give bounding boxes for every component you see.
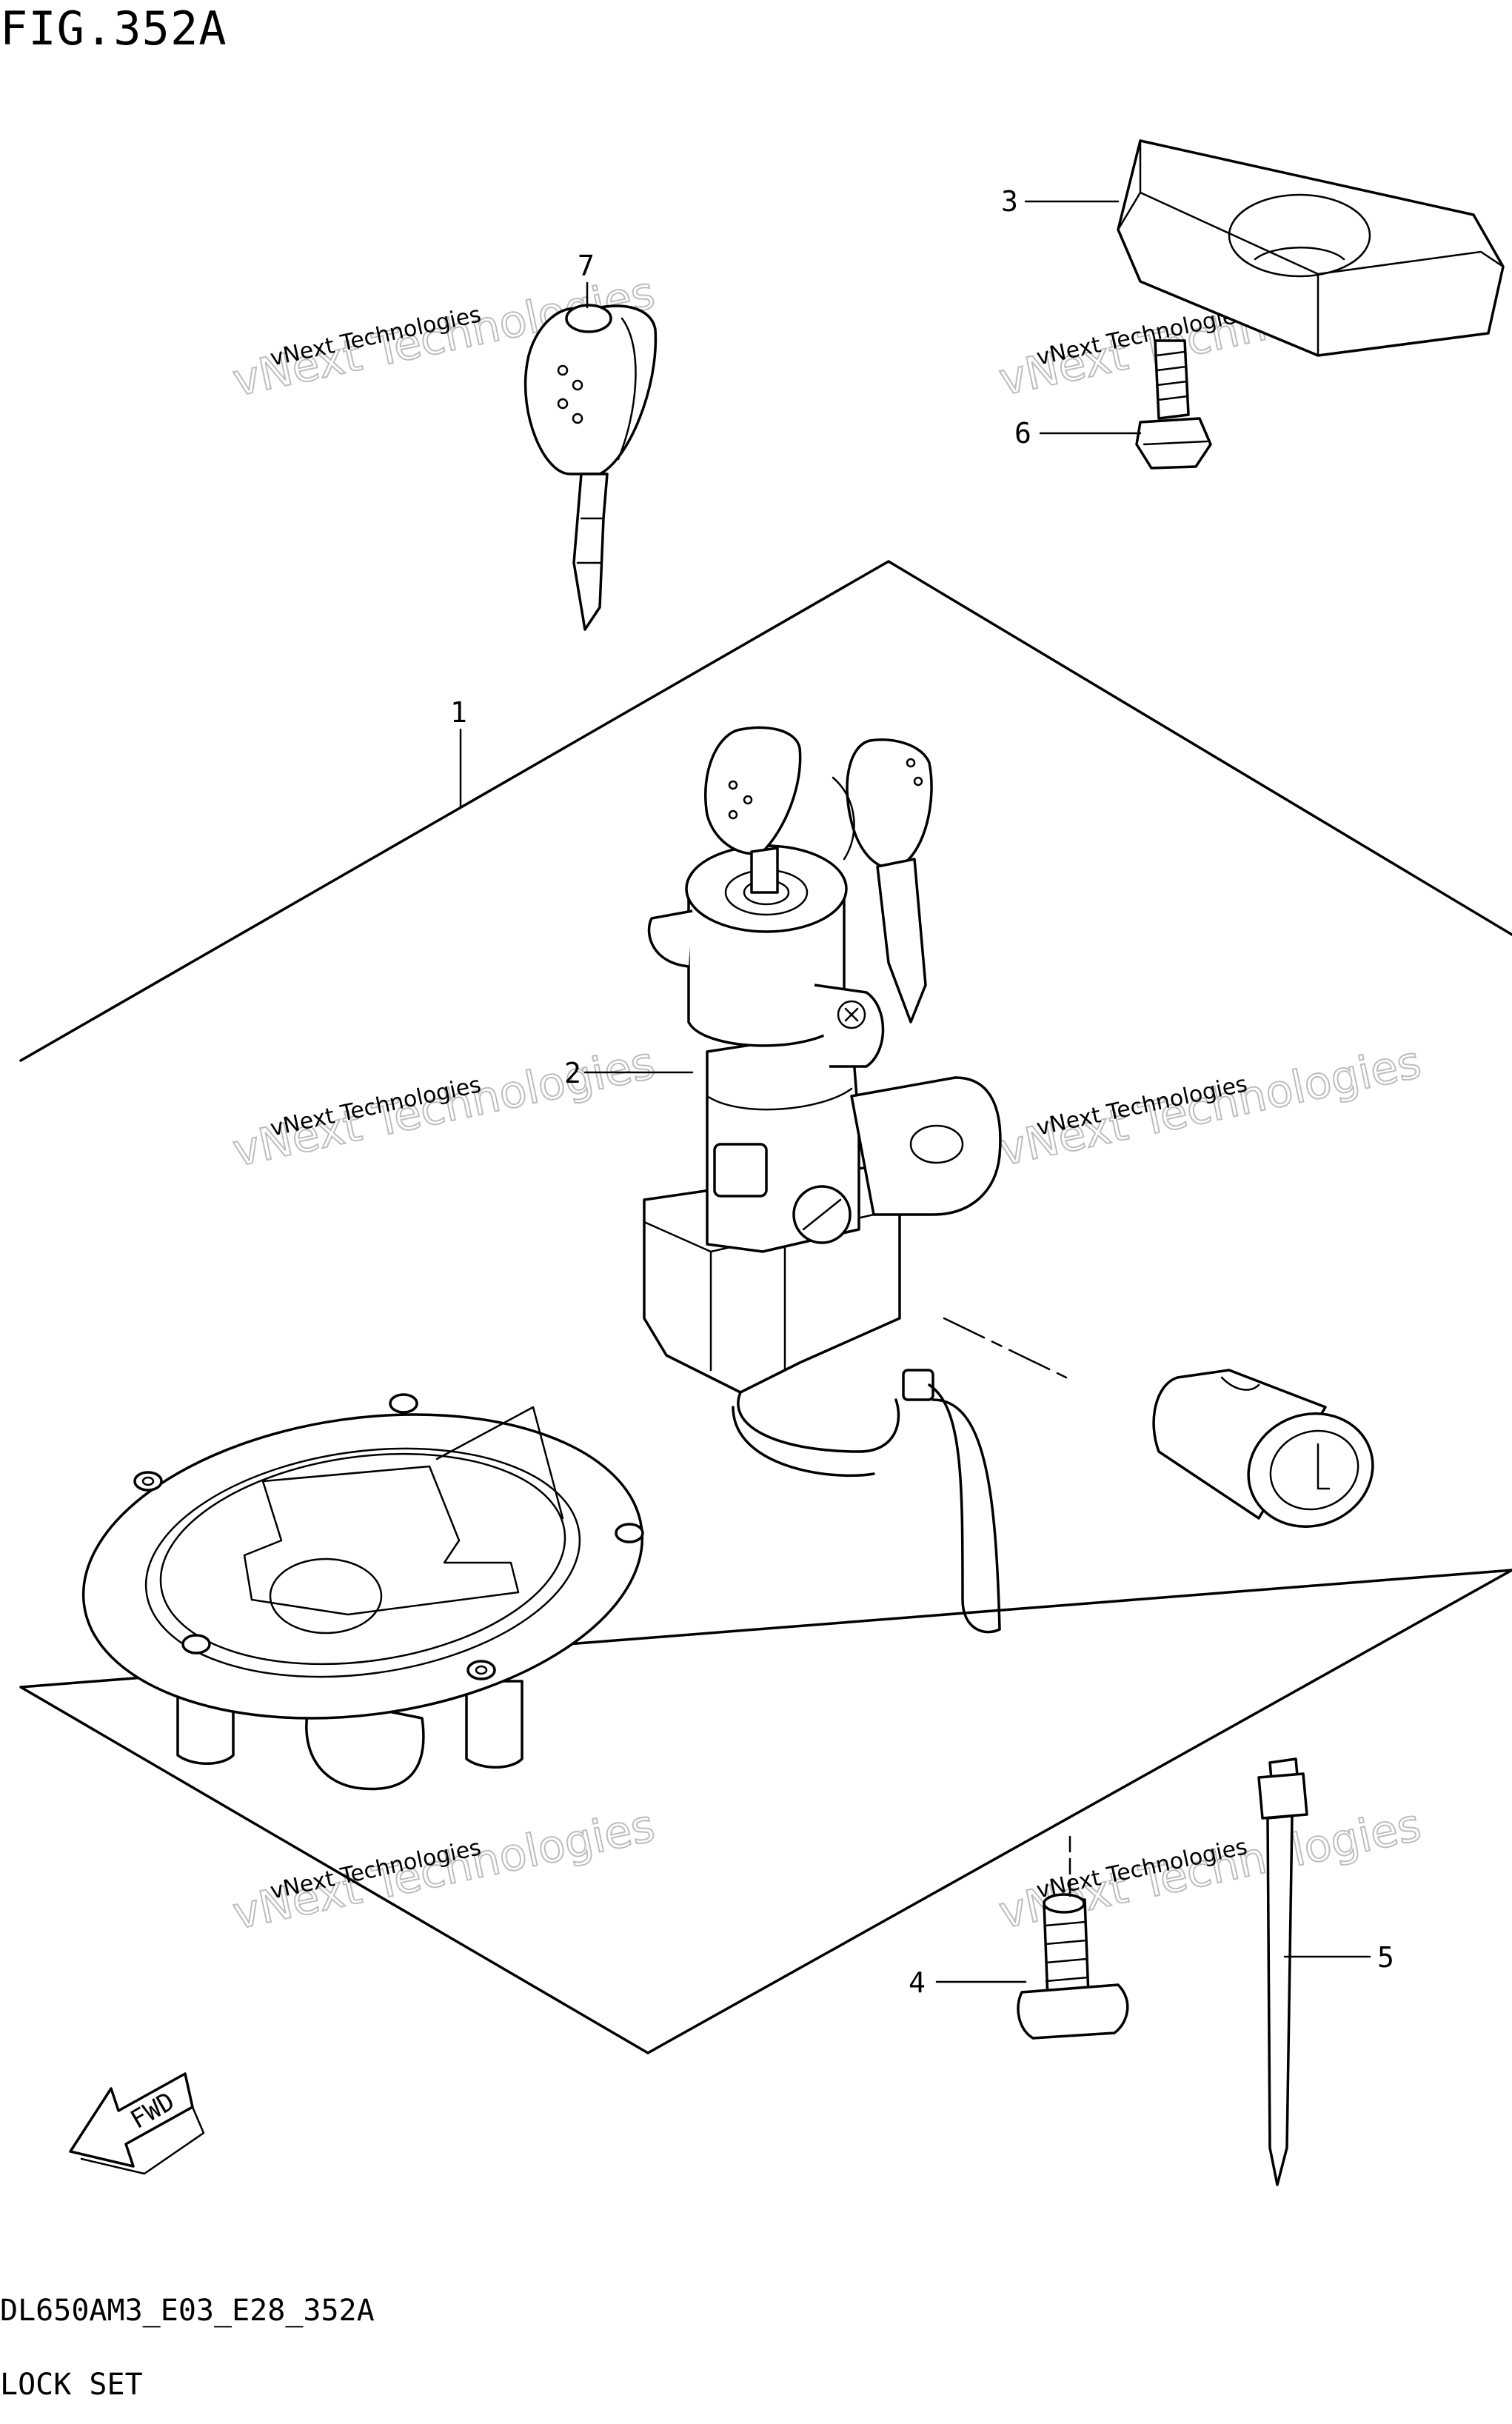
forward-direction-arrow: FWD <box>69 2072 205 2175</box>
cover-part-3 <box>1117 139 1505 357</box>
callout-5: 5 <box>1377 1941 1394 1974</box>
callout-4: 4 <box>909 1966 926 1999</box>
callout-7: 7 <box>578 250 595 282</box>
svg-text:vNext Technologies: vNext Technologies <box>229 1037 660 1177</box>
lock-set-outline <box>19 560 1512 2054</box>
callout-2: 2 <box>564 1057 581 1089</box>
callout-3: 3 <box>1001 185 1018 218</box>
watermark-mid-left: vNext Technologies vNext Technologies <box>228 1036 660 1178</box>
figure-name: LOCK SET <box>0 2368 143 2402</box>
ignition-switch-part-2 <box>643 726 1068 1634</box>
figure-title: FIG.352A <box>0 1 227 56</box>
screw-part-4 <box>1017 1835 1129 2040</box>
figure-code: DL650AM3_E03_E28_352A <box>0 2294 375 2328</box>
watermark-bottom-left: vNext Technologies vNext Technologies <box>228 1799 660 1940</box>
callout-1: 1 <box>450 696 467 729</box>
svg-text:vNext Technologies: vNext Technologies <box>994 1036 1425 1176</box>
watermark-mid-right: vNext Technologies vNext Technologies <box>994 1035 1426 1177</box>
bolt-part-6 <box>1135 339 1212 470</box>
callout-6: 6 <box>1014 417 1031 450</box>
callouts: 1 2 3 4 5 6 7 <box>450 185 1394 1999</box>
svg-text:vNext Technologies: vNext Technologies <box>229 1800 660 1940</box>
key-part-7 <box>523 304 658 631</box>
seat-lock-cylinder <box>1152 1369 1374 1528</box>
fuel-cap-assembly <box>81 1393 644 1791</box>
cable-tie-part-5 <box>1257 1757 1308 2186</box>
